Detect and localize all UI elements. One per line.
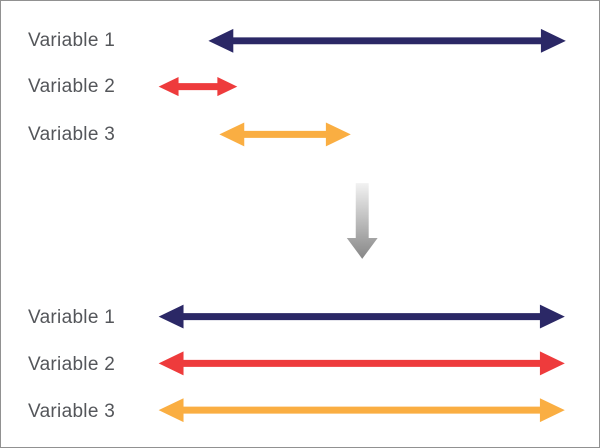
after-variable-3-label: Variable 3 [28,401,116,422]
before-variable-2-label: Variable 2 [28,76,116,97]
after-variable-2-label: Variable 2 [28,354,116,375]
transform-down-arrow-icon [346,183,378,259]
after-variable-3-range-arrow [158,398,565,423]
before-variable-3-label: Variable 3 [28,124,116,145]
before-variable-3-range-arrow [219,122,351,147]
before-variable-2-range-arrow [158,77,238,97]
after-variable-1-range-arrow [158,304,565,329]
after-variable-2-range-arrow [158,351,565,376]
after-variable-1-label: Variable 1 [28,307,116,328]
before-variable-1-label: Variable 1 [28,30,116,51]
before-variable-1-range-arrow [208,28,566,53]
